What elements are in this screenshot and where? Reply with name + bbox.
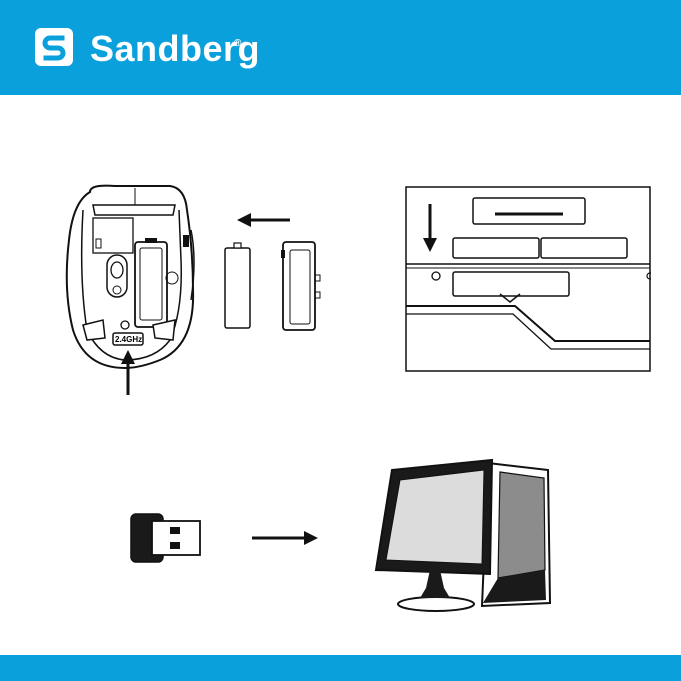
insert-arrow-icon bbox=[252, 528, 320, 548]
sandberg-logo-icon bbox=[34, 27, 74, 67]
header-band: Sandberg ® bbox=[0, 0, 681, 95]
receiver-storage-closeup bbox=[405, 186, 651, 372]
usb-receiver-illustration bbox=[130, 513, 210, 563]
mouse-underside-illustration: 2.4GHz bbox=[55, 180, 335, 395]
frequency-label: 2.4GHz bbox=[115, 335, 142, 344]
footer-band bbox=[0, 655, 681, 681]
brand-name: Sandberg bbox=[90, 27, 260, 71]
computer-illustration bbox=[370, 458, 560, 618]
registered-mark: ® bbox=[234, 38, 241, 49]
